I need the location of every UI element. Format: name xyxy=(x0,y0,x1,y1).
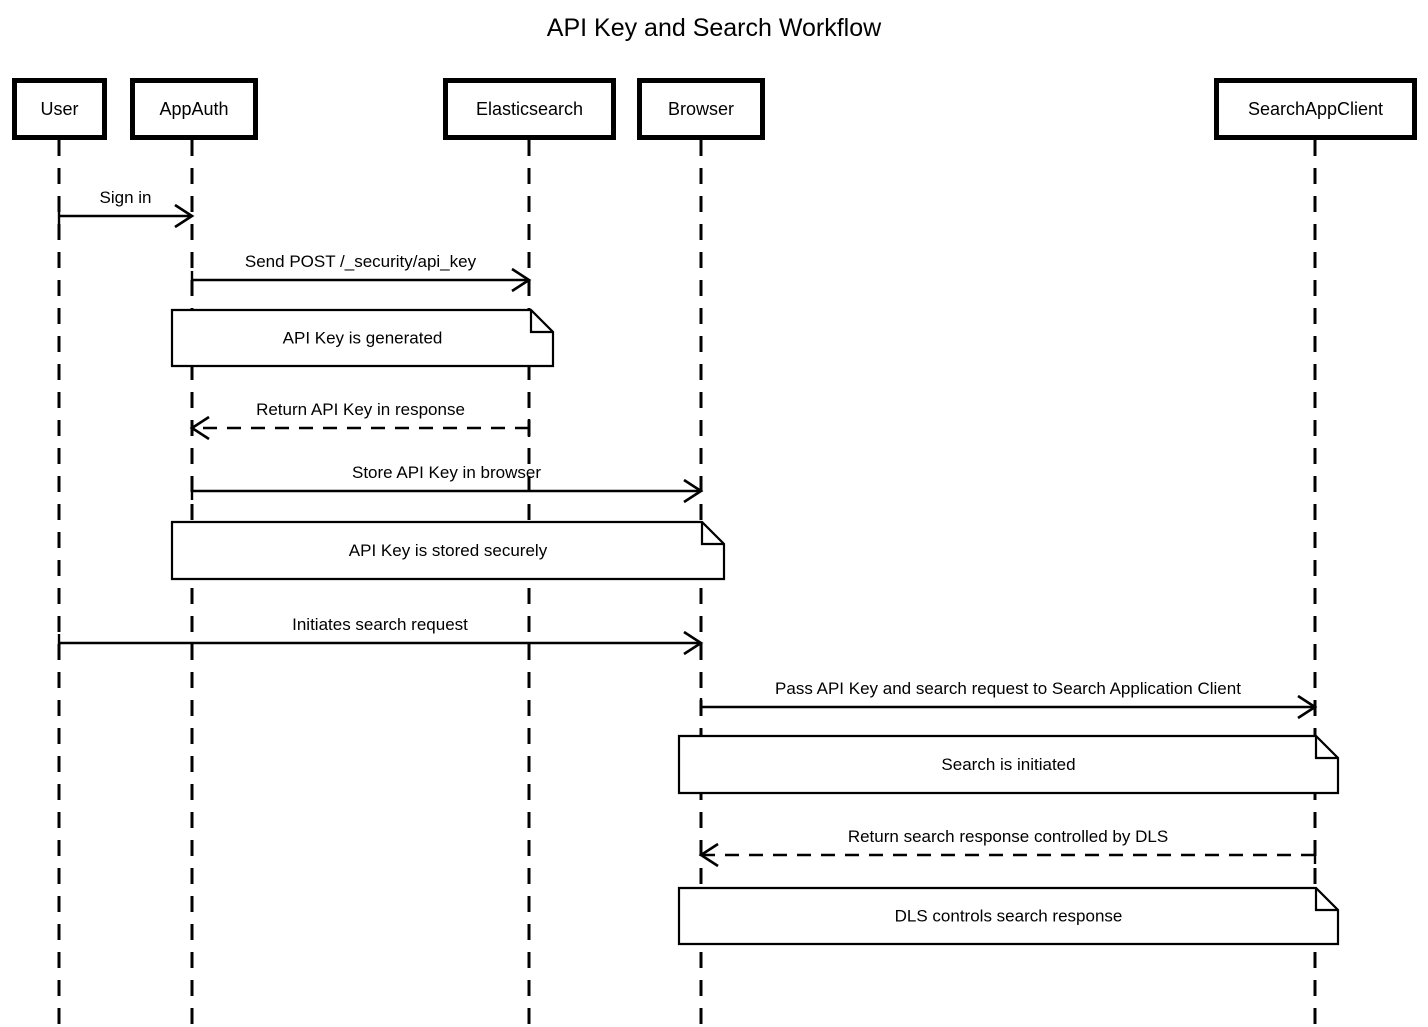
participant-label-sac: SearchAppClient xyxy=(1248,99,1383,119)
message-m4[interactable]: Store API Key in browser xyxy=(190,463,704,504)
participant-box-browser xyxy=(637,78,765,140)
note-n3[interactable]: Search is initiated xyxy=(677,734,1340,795)
note-body-n2 xyxy=(170,520,726,581)
note-label-n2: API Key is stored securely xyxy=(349,541,548,560)
participant-box-appauth xyxy=(130,78,258,140)
participants-group: User AppAuth Elasticsearch Browser SearchApp… xyxy=(12,78,1417,140)
note-body-n1 xyxy=(170,308,555,368)
participant-label-browser: Browser xyxy=(668,99,734,119)
message-label-m2: Send POST /_security/api_key xyxy=(245,252,477,271)
note-fold-corner-n1 xyxy=(529,310,553,334)
message-arrowhead-m4 xyxy=(683,478,704,504)
message-m1[interactable]: Sign in xyxy=(57,188,195,229)
participant-user[interactable]: User xyxy=(12,78,107,140)
message-arrowhead-m3 xyxy=(189,415,210,441)
note-n1[interactable]: API Key is generated xyxy=(170,308,555,368)
participant-sac[interactable]: SearchAppClient xyxy=(1214,78,1417,140)
message-m3[interactable]: Return API Key in response xyxy=(189,400,531,441)
message-arrowhead-m7 xyxy=(698,842,719,868)
message-label-m6: Pass API Key and search request to Searc… xyxy=(775,679,1241,698)
note-label-n1: API Key is generated xyxy=(283,328,443,347)
message-m6[interactable]: Pass API Key and search request to Searc… xyxy=(699,679,1318,720)
participant-browser[interactable]: Browser xyxy=(637,78,765,140)
participant-appauth[interactable]: AppAuth xyxy=(130,78,258,140)
note-label-n4: DLS controls search response xyxy=(895,906,1123,925)
message-m2[interactable]: Send POST /_security/api_key xyxy=(190,252,532,293)
message-label-m3: Return API Key in response xyxy=(256,400,465,419)
note-label-n3: Search is initiated xyxy=(941,755,1075,774)
note-fold-corner-n4 xyxy=(1314,888,1338,912)
note-fold-corner-n2 xyxy=(700,522,724,546)
participant-label-es: Elasticsearch xyxy=(476,99,583,119)
note-n2[interactable]: API Key is stored securely xyxy=(170,520,726,581)
participant-box-user xyxy=(12,78,107,140)
participant-box-es xyxy=(443,78,616,140)
note-n4[interactable]: DLS controls search response xyxy=(677,886,1340,946)
diagram-title: API Key and Search Workflow xyxy=(547,14,882,42)
message-arrowhead-m2 xyxy=(511,267,532,293)
message-arrowhead-m1 xyxy=(174,203,195,229)
message-label-m1: Sign in xyxy=(100,188,152,207)
participant-label-user: User xyxy=(40,99,78,119)
note-body-n4 xyxy=(677,886,1340,946)
message-label-m5: Initiates search request xyxy=(292,615,468,634)
messages-group: Sign in Send POST /_security/api_keyRetur… xyxy=(57,188,1318,868)
note-fold-corner-n3 xyxy=(1314,736,1338,760)
message-arrowhead-m6 xyxy=(1297,694,1318,720)
message-m7[interactable]: Return search response controlled by DLS xyxy=(698,827,1317,868)
message-arrowhead-m5 xyxy=(683,630,704,656)
participant-label-appauth: AppAuth xyxy=(159,99,228,119)
message-label-m7: Return search response controlled by DLS xyxy=(848,827,1168,846)
participant-es[interactable]: Elasticsearch xyxy=(443,78,616,140)
note-body-n3 xyxy=(677,734,1340,795)
message-m5[interactable]: Initiates search request xyxy=(57,615,704,656)
participant-box-sac xyxy=(1214,78,1417,140)
message-label-m4: Store API Key in browser xyxy=(352,463,541,482)
